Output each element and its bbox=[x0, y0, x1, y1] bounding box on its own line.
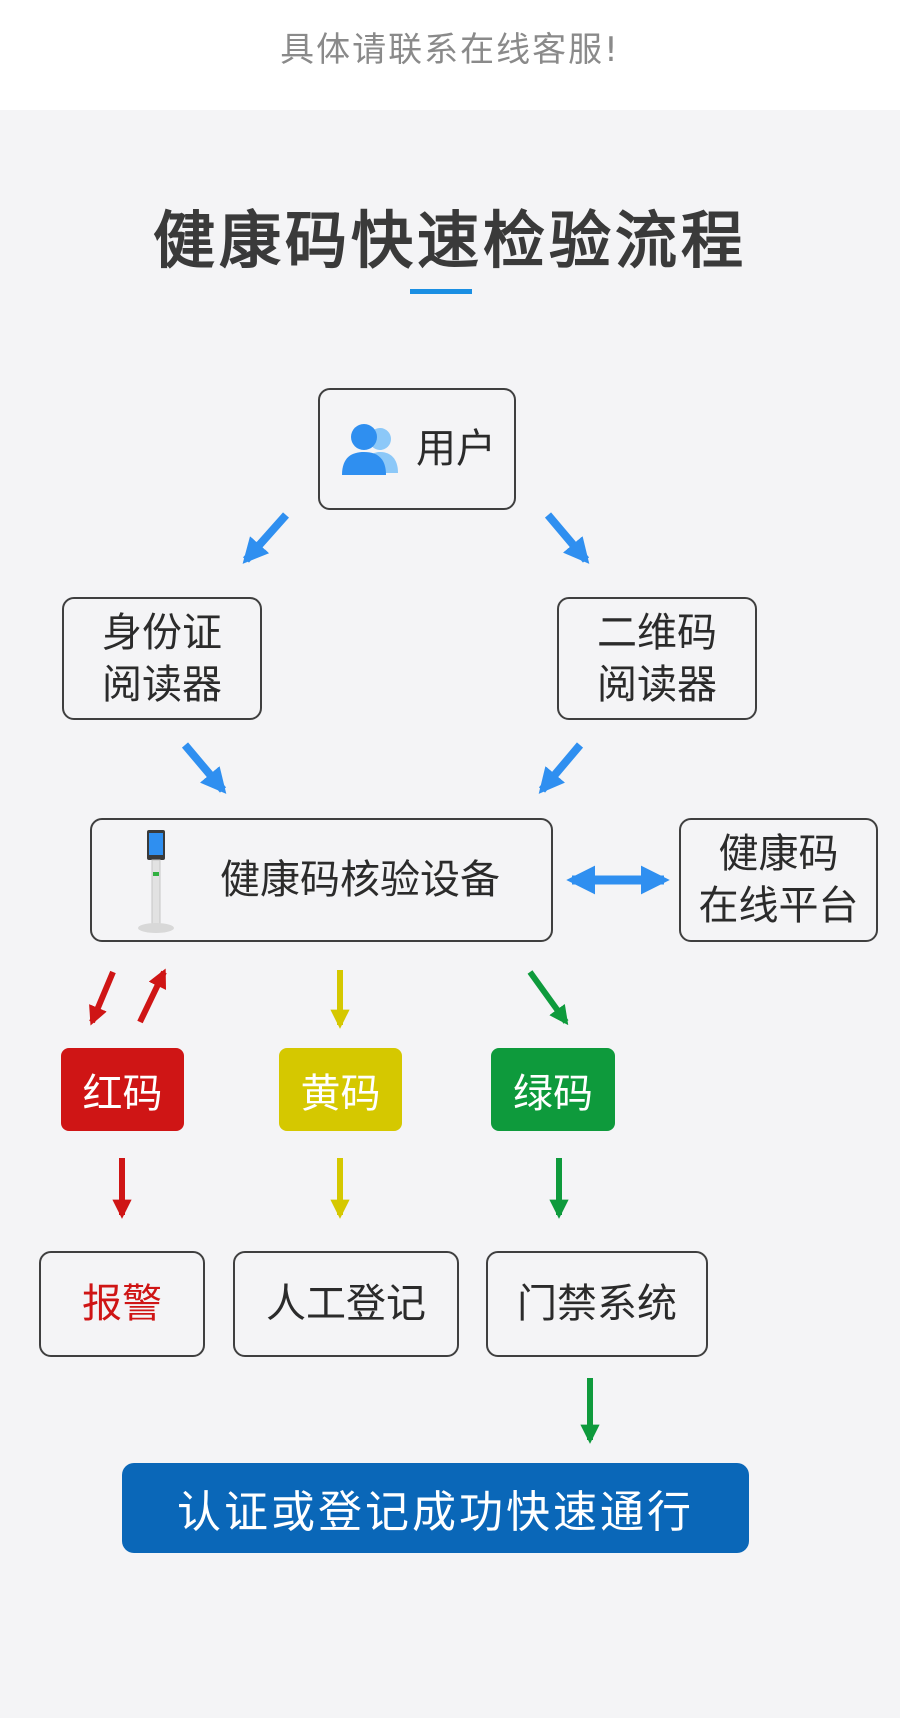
yellow-code-badge: 黄码 bbox=[279, 1048, 402, 1131]
device-label: 健康码核验设备 bbox=[220, 857, 500, 903]
device-box: 健康码核验设备 bbox=[90, 818, 553, 942]
manual-register-box: 人工登记 bbox=[233, 1251, 459, 1357]
kiosk-device-icon bbox=[138, 830, 174, 933]
green-code-badge: 绿码 bbox=[491, 1048, 615, 1131]
final-result-label: 认证或登记成功快速通行 bbox=[177, 1487, 694, 1538]
arrow-user-to-qr-reader bbox=[544, 512, 590, 564]
id-reader-box: 身份证 阅读器 bbox=[62, 597, 262, 720]
arrow-qr-reader-to-device bbox=[538, 742, 584, 794]
id-reader-label: 身份证 阅读器 bbox=[102, 609, 222, 708]
red-code-label: 红码 bbox=[82, 1070, 163, 1117]
user-label: 用户 bbox=[416, 426, 496, 472]
contact-note: 具体请联系在线客服! bbox=[280, 30, 620, 70]
qr-reader-label: 二维码 阅读器 bbox=[597, 609, 717, 708]
manual-register-label: 人工登记 bbox=[266, 1281, 426, 1327]
arrow-device-to-green bbox=[527, 970, 569, 1026]
final-result-banner: 认证或登记成功快速通行 bbox=[122, 1463, 749, 1553]
page-title: 健康码快速检验流程 bbox=[152, 204, 747, 277]
platform-box: 健康码 在线平台 bbox=[679, 818, 878, 942]
users-icon bbox=[342, 424, 398, 475]
qr-reader-box: 二维码 阅读器 bbox=[557, 597, 757, 720]
title-underline bbox=[410, 289, 472, 294]
alarm-label: 报警 bbox=[82, 1281, 162, 1327]
access-control-label: 门禁系统 bbox=[517, 1281, 677, 1327]
red-code-badge: 红码 bbox=[61, 1048, 184, 1131]
arrow-red-to-device-up bbox=[137, 968, 167, 1024]
arrow-device-to-red-down bbox=[89, 970, 116, 1026]
access-control-box: 门禁系统 bbox=[486, 1251, 708, 1357]
arrow-id-reader-to-device bbox=[181, 742, 227, 794]
green-code-label: 绿码 bbox=[513, 1070, 593, 1117]
arrow-user-to-id-reader bbox=[242, 512, 289, 564]
alarm-box: 报警 bbox=[39, 1251, 205, 1357]
platform-label: 健康码 在线平台 bbox=[698, 831, 859, 929]
yellow-code-label: 黄码 bbox=[300, 1070, 381, 1117]
user-box: 用户 bbox=[318, 388, 516, 510]
top-note-bar: 具体请联系在线客服! bbox=[0, 0, 900, 110]
